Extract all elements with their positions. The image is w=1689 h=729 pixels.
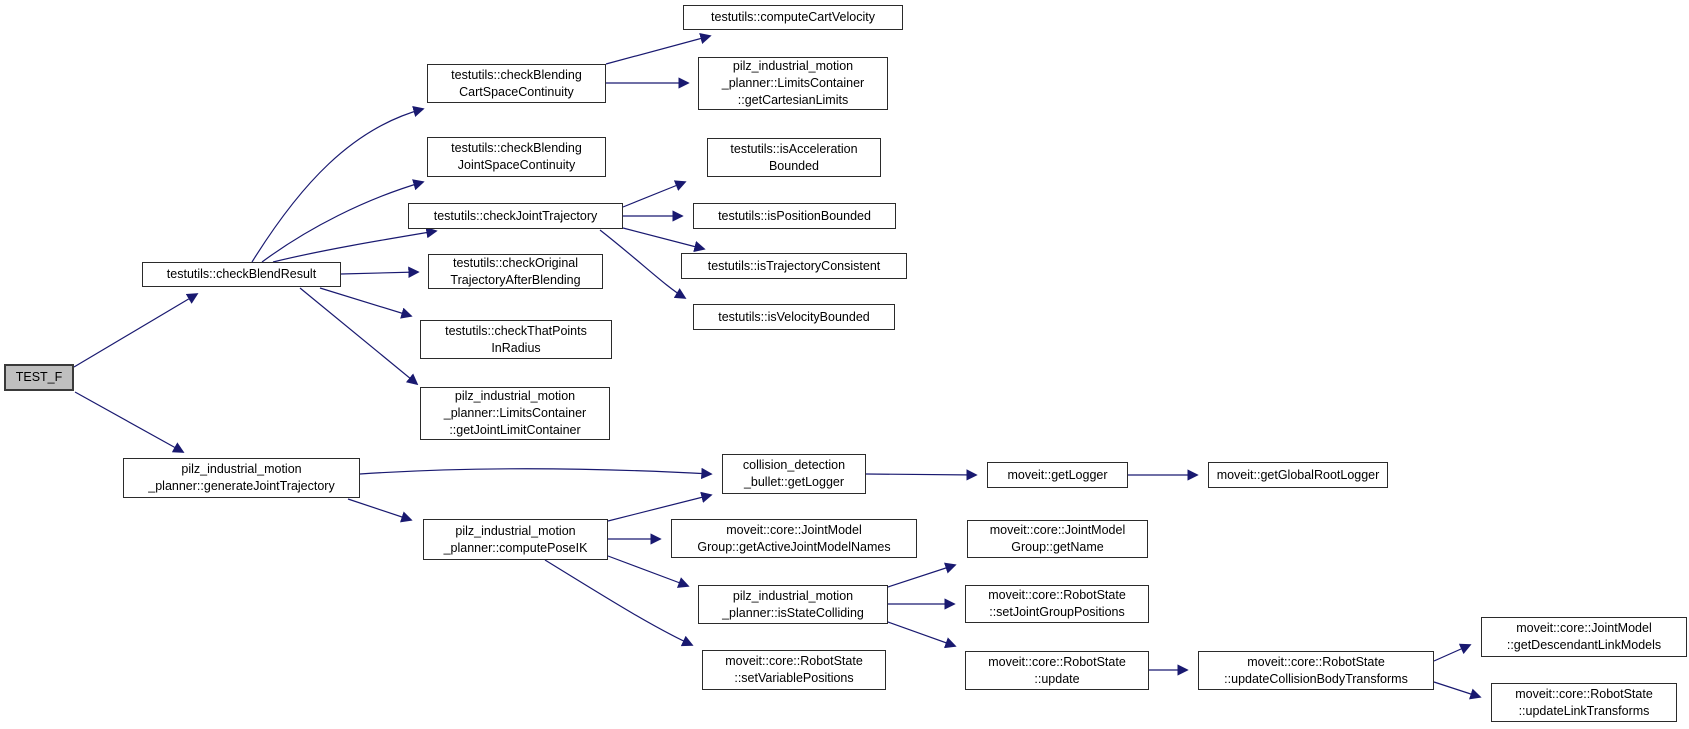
edge-check_blend_result-check_that_points bbox=[319, 287, 413, 319]
graph-node-set-variable-positions[interactable]: moveit::core::RobotState ::setVariablePo… bbox=[702, 650, 886, 690]
node-label: pilz_industrial_motion _planner::LimitsC… bbox=[721, 59, 865, 107]
graph-node-is-trajectory-consistent[interactable]: testutils::isTrajectoryConsistent bbox=[681, 253, 907, 279]
graph-node-set-joint-group-positions[interactable]: moveit::core::RobotState ::setJointGroup… bbox=[965, 585, 1149, 623]
graph-node-is-position-bounded[interactable]: testutils::isPositionBounded bbox=[693, 203, 896, 229]
node-label: moveit::core::JointModel Group::getActiv… bbox=[697, 522, 891, 554]
node-label: testutils::computeCartVelocity bbox=[711, 10, 875, 24]
graph-node-is-velocity-bounded[interactable]: testutils::isVelocityBounded bbox=[693, 304, 895, 330]
node-label: pilz_industrial_motion _planner::generat… bbox=[148, 462, 335, 493]
edge-check_blend_result-check_joint_trajectory bbox=[272, 226, 438, 263]
edge-generate_joint_trajectory-collision_get_logger bbox=[359, 467, 713, 480]
graph-node-check-joint-trajectory[interactable]: testutils::checkJointTrajectory bbox=[408, 203, 623, 229]
edge-check_joint_trajectory-is_trajectory_consistent bbox=[622, 227, 706, 253]
node-label: pilz_industrial_motion _planner::LimitsC… bbox=[443, 389, 587, 437]
node-label: testutils::checkOriginal TrajectoryAfter… bbox=[450, 255, 581, 287]
node-label: testutils::isTrajectoryConsistent bbox=[707, 258, 881, 273]
node-label: moveit::core::JointModel ::getDescendant… bbox=[1506, 621, 1662, 652]
edge-ucbt-get_descendant_link_models bbox=[1433, 643, 1472, 662]
node-label: collision_detection _bullet::getLogger bbox=[742, 458, 846, 489]
graph-node-test-f: TEST_F bbox=[4, 364, 74, 391]
node-label: testutils::isPositionBounded bbox=[718, 208, 871, 223]
node-label: testutils::isAcceleration Bounded bbox=[730, 141, 858, 173]
edge-check_blend_result-joint_space bbox=[261, 179, 425, 263]
graph-node-update-collision-body-transforms[interactable]: moveit::core::RobotState ::updateCollisi… bbox=[1198, 651, 1434, 690]
graph-node-get-cartesian-limits[interactable]: pilz_industrial_motion _planner::LimitsC… bbox=[698, 57, 888, 110]
graph-node-is-state-colliding[interactable]: pilz_industrial_motion _planner::isState… bbox=[698, 585, 888, 624]
node-label: moveit::core::RobotState ::update bbox=[988, 654, 1126, 686]
node-label: moveit::getGlobalRootLogger bbox=[1216, 467, 1380, 482]
graph-node-generate-joint-trajectory[interactable]: pilz_industrial_motion _planner::generat… bbox=[123, 458, 360, 498]
edge-check_joint_trajectory-is_acceleration bbox=[622, 180, 687, 208]
graph-node-compute-pose-ik[interactable]: pilz_industrial_motion _planner::compute… bbox=[423, 519, 608, 560]
graph-node-check-that-points-in-radius[interactable]: testutils::checkThatPoints InRadius bbox=[420, 320, 612, 359]
edge-check_joint_trajectory-is_velocity_bounded bbox=[599, 229, 687, 299]
graph-node-compute-cart-velocity[interactable]: testutils::computeCartVelocity bbox=[683, 5, 903, 30]
edge-compute_pose_ik-collision_get_logger bbox=[607, 491, 713, 522]
graph-node-is-acceleration-bounded[interactable]: testutils::isAcceleration Bounded bbox=[707, 138, 881, 177]
graph-node-check-blending-cart-space-continuity[interactable]: testutils::checkBlending CartSpaceContin… bbox=[427, 64, 606, 103]
graph-node-moveit-get-logger[interactable]: moveit::getLogger bbox=[987, 462, 1128, 488]
edge-check_blend_result-cart_space bbox=[251, 106, 425, 263]
graph-node-collision-detection-bullet-get-logger[interactable]: collision_detection _bullet::getLogger bbox=[722, 454, 866, 494]
node-label: moveit::core::RobotState ::updateCollisi… bbox=[1224, 654, 1408, 686]
node-label: testutils::checkJointTrajectory bbox=[433, 208, 598, 223]
edge-collision_get_logger-moveit_get_logger bbox=[865, 469, 978, 481]
graph-node-get-descendant-link-models[interactable]: moveit::core::JointModel ::getDescendant… bbox=[1481, 617, 1687, 657]
node-label: testutils::checkBlendResult bbox=[166, 267, 317, 281]
node-label: pilz_industrial_motion _planner::compute… bbox=[443, 523, 588, 555]
graph-node-get-active-joint-model-names[interactable]: moveit::core::JointModel Group::getActiv… bbox=[671, 519, 917, 558]
graph-node-get-joint-limit-container[interactable]: pilz_industrial_motion _planner::LimitsC… bbox=[420, 387, 610, 440]
graph-node-check-original-trajectory-after-blending[interactable]: testutils::checkOriginal TrajectoryAfter… bbox=[428, 254, 603, 289]
graph-node-check-blend-result[interactable]: testutils::checkBlendResult bbox=[142, 262, 341, 287]
edge-check_blend_result-check_original bbox=[340, 266, 420, 278]
edge-test_f-generate_joint_trajectory bbox=[74, 391, 185, 453]
node-label: moveit::getLogger bbox=[1007, 467, 1108, 482]
node-label: testutils::isVelocityBounded bbox=[718, 309, 870, 324]
edge-check_blend_result-get_joint_limit_container bbox=[299, 287, 419, 386]
node-label: pilz_industrial_motion _planner::isState… bbox=[722, 588, 864, 620]
node-label: moveit::core::RobotState ::updateLinkTra… bbox=[1515, 686, 1653, 718]
graph-node-joint-model-group-get-name[interactable]: moveit::core::JointModel Group::getName bbox=[967, 520, 1148, 558]
node-label: moveit::core::RobotState ::setJointGroup… bbox=[988, 588, 1126, 619]
graph-node-check-blending-joint-space-continuity[interactable]: testutils::checkBlending JointSpaceConti… bbox=[427, 137, 606, 177]
edge-is_state_colliding-get_name bbox=[887, 562, 957, 588]
node-label: moveit::core::RobotState ::setVariablePo… bbox=[725, 654, 863, 685]
edge-is_state_colliding-update bbox=[887, 621, 957, 649]
node-label: testutils::checkBlending CartSpaceContin… bbox=[451, 67, 582, 99]
node-label: testutils::checkBlending JointSpaceConti… bbox=[451, 141, 582, 172]
edge-test_f-check_blend_result bbox=[73, 293, 199, 368]
edge-compute_pose_ik-set_variable_positions bbox=[544, 559, 694, 647]
node-label: TEST_F bbox=[15, 370, 63, 384]
node-label: moveit::core::JointModel Group::getName bbox=[989, 523, 1126, 554]
edge-ucbt-update_link_transforms bbox=[1433, 681, 1482, 700]
edge-cart_space-compute_cart_velocity bbox=[605, 33, 712, 65]
edge-compute_pose_ik-is_state_colliding bbox=[607, 555, 690, 588]
node-label: testutils::checkThatPoints InRadius bbox=[445, 323, 587, 355]
graph-node-update-link-transforms[interactable]: moveit::core::RobotState ::updateLinkTra… bbox=[1491, 683, 1677, 722]
graph-node-robot-state-update[interactable]: moveit::core::RobotState ::update bbox=[965, 651, 1149, 690]
graph-node-moveit-get-global-root-logger[interactable]: moveit::getGlobalRootLogger bbox=[1208, 462, 1388, 488]
edge-generate_joint_trajectory-compute_pose_ik bbox=[347, 498, 413, 523]
